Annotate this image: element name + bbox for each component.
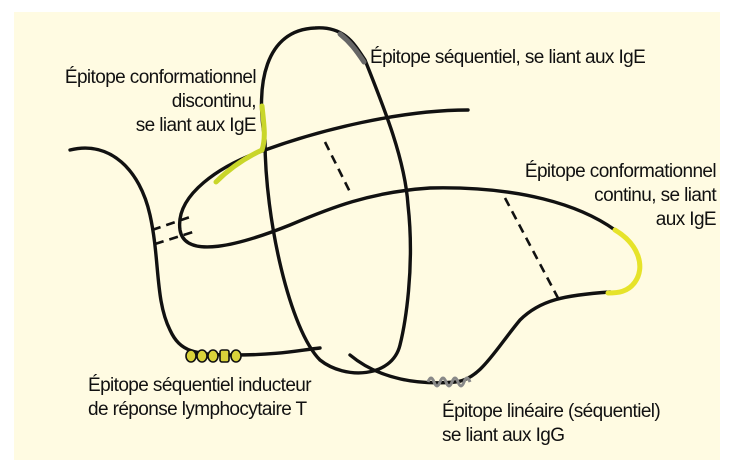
label-conformational-discontinuous: Épitope conformationnel discontinu, se l… — [24, 66, 256, 138]
ige-sequential-epitope — [340, 34, 364, 62]
chain-left-tail — [70, 148, 320, 355]
chain-large-loop — [262, 28, 411, 373]
ige-discontinuous-segment-a — [262, 106, 264, 150]
disulfide-bridge-3 — [152, 217, 190, 230]
label-conformational-continuous: Épitope conformationnel continu, se lian… — [484, 160, 716, 232]
label-linear-igg: Épitope linéaire (séquentiel) se liant a… — [442, 400, 660, 448]
label-t-cell-epitope: Épitope séquentiel inducteur de réponse … — [88, 374, 311, 422]
ige-continuous-epitope — [608, 230, 640, 293]
t-cell-epitope-beads — [186, 350, 241, 362]
disulfide-bridge-1 — [325, 142, 350, 192]
label-sequential-ige: Épitope séquentiel, se liant aux IgE — [370, 46, 645, 70]
ige-discontinuous-segment-b — [216, 150, 262, 182]
chain-lower-right — [350, 292, 610, 383]
